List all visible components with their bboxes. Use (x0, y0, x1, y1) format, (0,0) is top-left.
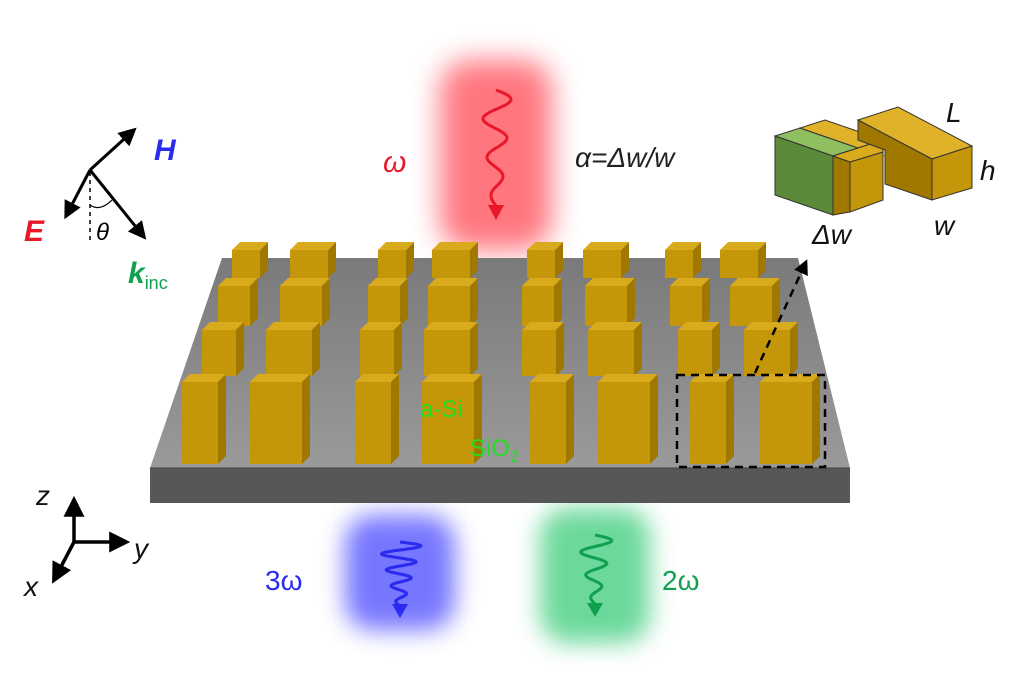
a-si-nanobar (527, 242, 563, 278)
label-dim-delta-w: Δw (811, 219, 853, 250)
a-si-nanobar (530, 374, 574, 464)
label-field-H: H (154, 134, 177, 167)
a-si-nanobar (678, 322, 720, 376)
a-si-nanobar (424, 322, 478, 376)
label-sio2-sub: 2 (510, 449, 519, 466)
a-si-nanobar (665, 242, 701, 278)
wavy-arrow-down-icon (481, 88, 513, 220)
a-si-nanobar (583, 242, 629, 278)
label-field-E: E (24, 215, 45, 248)
beam-glow-red (440, 60, 552, 250)
a-si-nanobar (250, 374, 310, 464)
a-si-nanobar (182, 374, 226, 464)
a-si-nanobar (588, 322, 642, 376)
a-si-nanobar (760, 374, 820, 464)
label-k-main: k (128, 257, 146, 290)
label-material-si: a-Si (420, 396, 463, 423)
field-vectors (64, 127, 147, 240)
label-axis-x: x (22, 571, 39, 602)
unit-cell-zoom (773, 106, 974, 216)
a-si-nanobar (690, 374, 734, 464)
a-si-nanobar (432, 242, 478, 278)
label-omega: ω (383, 146, 406, 179)
label-dim-L: L (946, 97, 962, 128)
a-si-nanobar (422, 374, 482, 464)
wavy-arrow-down-icon (379, 540, 423, 618)
beam-glow-green (540, 508, 650, 643)
a-si-nanobar (720, 242, 766, 278)
a-si-nanobar (232, 242, 268, 278)
a-si-nanobar (378, 242, 414, 278)
label-k-inc: kinc (128, 257, 168, 293)
wavy-arrow-down-icon (579, 533, 614, 617)
coordinate-axes (52, 495, 131, 584)
a-si-nanobar (360, 322, 402, 376)
a-si-nanobar (730, 278, 780, 326)
a-si-nanobar (522, 278, 562, 326)
a-si-nanobar (368, 278, 408, 326)
label-axis-z: z (35, 480, 50, 511)
a-si-nanobar (266, 322, 320, 376)
a-si-nanobar (598, 374, 658, 464)
a-si-nanobar (585, 278, 635, 326)
a-si-nanobar (218, 278, 258, 326)
label-two-omega: 2ω (662, 565, 699, 596)
a-si-nanobar (670, 278, 710, 326)
a-si-nanobar (290, 242, 336, 278)
a-si-nanobar-array (182, 242, 820, 464)
a-si-nanobar (744, 322, 798, 376)
unit-cell-highlight (675, 259, 827, 469)
label-dim-w: w (934, 210, 956, 241)
label-sio2-main: SiO (470, 435, 510, 462)
a-si-nanobar (280, 278, 330, 326)
label-alpha-formula: α=Δw/w (575, 142, 676, 173)
label-axis-y: y (132, 533, 150, 564)
a-si-nanobar (355, 374, 399, 464)
a-si-nanobar (202, 322, 244, 376)
label-three-omega: 3ω (265, 565, 302, 596)
label-dim-h: h (980, 155, 996, 186)
label-k-sub: inc (145, 273, 168, 293)
label-theta: θ (96, 219, 109, 246)
a-si-nanobar (522, 322, 564, 376)
a-si-nanobar (428, 278, 478, 326)
label-material-sio2: SiO2 (470, 435, 519, 466)
